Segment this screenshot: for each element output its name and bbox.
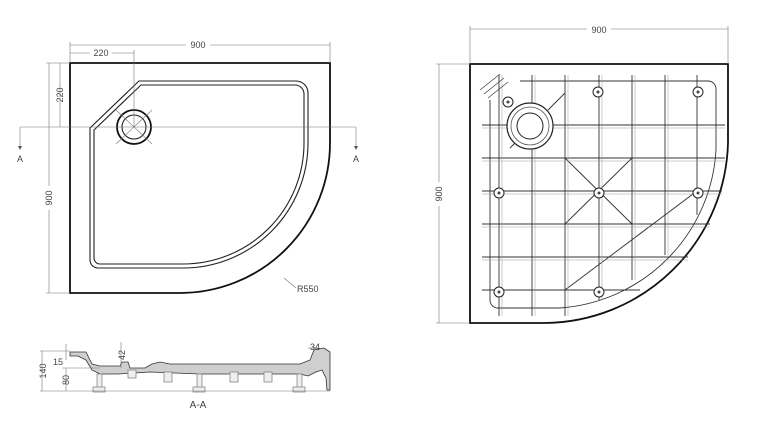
section-marker-left: A — [17, 154, 23, 164]
width-dimension-label: 900 — [190, 40, 205, 50]
top-view: 900 220 220 900 A A R550 — [17, 38, 359, 294]
foot-centers — [497, 90, 700, 294]
section-edge-label: 34 — [310, 342, 320, 352]
section-depth-label: 42 — [117, 350, 127, 360]
section-rim-label: 15 — [53, 357, 63, 367]
radius-label: R550 — [297, 284, 319, 294]
tray-outline — [69, 62, 331, 294]
basin-inner-edge — [93, 84, 305, 265]
bottom-outline — [469, 63, 729, 324]
section-height-label: 140 — [38, 363, 48, 378]
section-marker-right: A — [353, 154, 359, 164]
waste-x-dimension-label: 220 — [93, 48, 108, 58]
section-leg-label: 80 — [61, 375, 71, 385]
section-view: 140 15 80 42 34 A-A — [38, 342, 331, 411]
bottom-height-label: 900 — [434, 186, 444, 201]
basin-outer-edge — [89, 80, 309, 269]
height-dimension-label: 900 — [44, 190, 54, 205]
waste-y-dimension-label: 220 — [55, 87, 65, 102]
section-title: A-A — [190, 400, 207, 411]
bottom-width-label: 900 — [591, 25, 606, 35]
bottom-view: 900 900 — [433, 23, 729, 324]
section-profile — [69, 347, 331, 391]
